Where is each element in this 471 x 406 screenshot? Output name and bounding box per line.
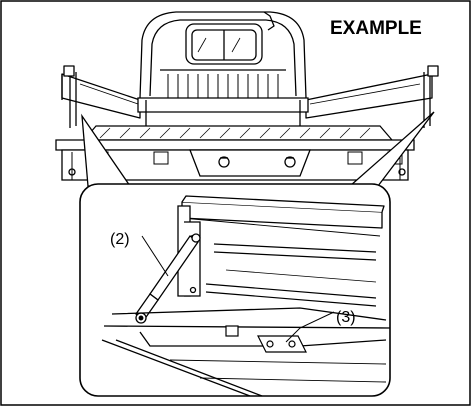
callout-label-3: (3) <box>336 309 356 326</box>
example-label: EXAMPLE <box>330 18 422 39</box>
callout-leader-2 <box>141 235 169 277</box>
cab-rear <box>139 11 307 99</box>
detail-rail <box>181 195 385 237</box>
callout-label-2: (2) <box>110 231 130 248</box>
left-side-rail <box>61 65 141 128</box>
detail-floor <box>101 307 391 397</box>
detail-frame <box>79 183 391 397</box>
detail-inset <box>79 183 391 397</box>
detail-bed-ribs <box>205 243 377 307</box>
tailgate <box>55 139 415 181</box>
callout-leader-3 <box>285 311 335 343</box>
bed-floor <box>82 125 394 141</box>
callout-wedges <box>81 111 435 187</box>
mounting-bracket <box>225 325 307 353</box>
front-rail <box>137 97 309 128</box>
